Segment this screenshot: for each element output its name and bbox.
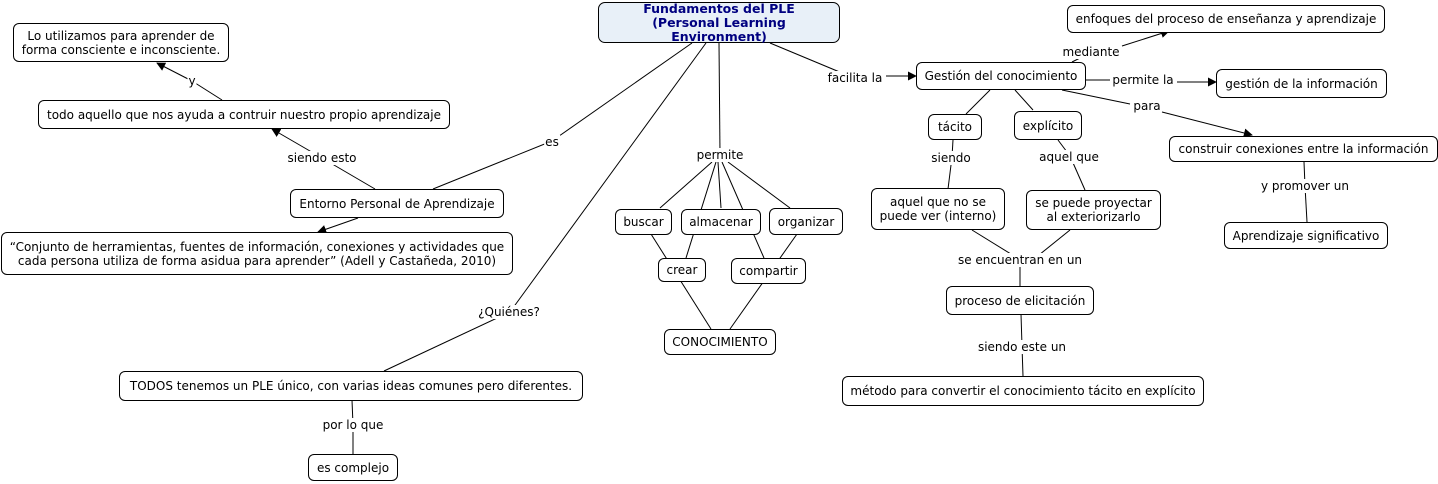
concept-compartir[interactable]: compartir: [731, 258, 806, 284]
link-label-y-promover-un: y promover un: [1259, 179, 1351, 193]
link-label-es: es: [544, 135, 560, 149]
link-root-quienes: [509, 42, 707, 313]
link-root-permite: [718, 42, 721, 156]
concept-es-complejo[interactable]: es complejo: [308, 454, 398, 481]
concept-elicitacion[interactable]: proceso de elicitación: [946, 286, 1094, 315]
concept-construir-conexiones[interactable]: construir conexiones entre la informació…: [1169, 136, 1438, 162]
link-es-entorno: [432, 140, 553, 190]
link-gestion-explicito: [1014, 89, 1034, 111]
link-label-siendo-esto: siendo esto: [286, 151, 358, 165]
link-label-permite: permite: [695, 148, 745, 162]
concept-gestion-conocimiento[interactable]: Gestión del conocimiento: [916, 62, 1086, 90]
link-label-quienes: ¿Quiénes?: [477, 305, 541, 319]
link-permite-almacenar: [717, 161, 722, 209]
link-quienes-todos: [383, 311, 511, 372]
concept-consciente-inconsciente[interactable]: Lo utilizamos para aprender de forma con…: [13, 23, 229, 62]
link-label-se-encuentran-en-un: se encuentran en un: [956, 253, 1084, 267]
link-todo-y: [191, 80, 223, 101]
link-label-para: para: [1132, 99, 1162, 113]
link-permite-buscar: [659, 161, 713, 209]
link-label-siendo: siendo: [930, 151, 972, 165]
link-para-construir: [1161, 111, 1253, 138]
concept-explicito[interactable]: explícito: [1014, 111, 1082, 140]
link-label-y: y: [187, 74, 197, 88]
concept-conocimiento[interactable]: CONOCIMIENTO: [664, 329, 776, 355]
link-gestion-para: [1061, 89, 1131, 105]
concept-todo-aquello[interactable]: todo aquello que nos ayuda a contruir nu…: [38, 100, 450, 129]
link-label-aquel-que: aquel que: [1038, 150, 1100, 164]
root-concept-fundamentos-ple[interactable]: Fundamentos del PLE (Personal Learning E…: [598, 1, 840, 43]
link-label-por-lo-que: por lo que: [321, 418, 385, 432]
link-permite-organizar: [727, 161, 791, 209]
link-root-es: [551, 42, 693, 142]
concept-tacito[interactable]: tácito: [928, 114, 982, 140]
concept-crear[interactable]: crear: [658, 258, 706, 282]
concept-todos-ple-unico[interactable]: TODOS tenemos un PLE único, con varias i…: [119, 371, 583, 401]
concept-enfoques[interactable]: enfoques del proceso de enseñanza y apre…: [1067, 5, 1385, 33]
link-gestion-tacito: [965, 89, 991, 115]
concept-metodo[interactable]: método para convertir el conocimiento tá…: [842, 376, 1204, 406]
concept-aprendizaje-significativo[interactable]: Aprendizaje significativo: [1224, 222, 1388, 249]
concept-entorno-personal[interactable]: Entorno Personal de Aprendizaje: [290, 189, 504, 218]
link-label-mediante: mediante: [1061, 45, 1121, 59]
link-y-consciente: [156, 62, 193, 82]
concept-proyectar[interactable]: se puede proyectar al exteriorizarlo: [1026, 190, 1161, 230]
link-label-permite-la: permite la: [1111, 73, 1175, 87]
link-entorno-conjunto: [317, 217, 359, 234]
link-label-facilita-la: facilita la: [826, 71, 884, 85]
concept-interno[interactable]: aquel que no se puede ver (interno): [871, 188, 1005, 230]
concept-gestion-informacion[interactable]: gestión de la información: [1216, 69, 1387, 98]
concept-almacenar[interactable]: almacenar: [681, 209, 761, 235]
concept-buscar[interactable]: buscar: [615, 209, 672, 235]
link-mediante-enfoques: [1121, 29, 1170, 47]
concept-organizar[interactable]: organizar: [769, 208, 843, 235]
concept-conjunto-definicion[interactable]: “Conjunto de herramientas, fuentes de in…: [1, 232, 513, 275]
link-label-siendo-este-un: siendo este un: [976, 340, 1068, 354]
